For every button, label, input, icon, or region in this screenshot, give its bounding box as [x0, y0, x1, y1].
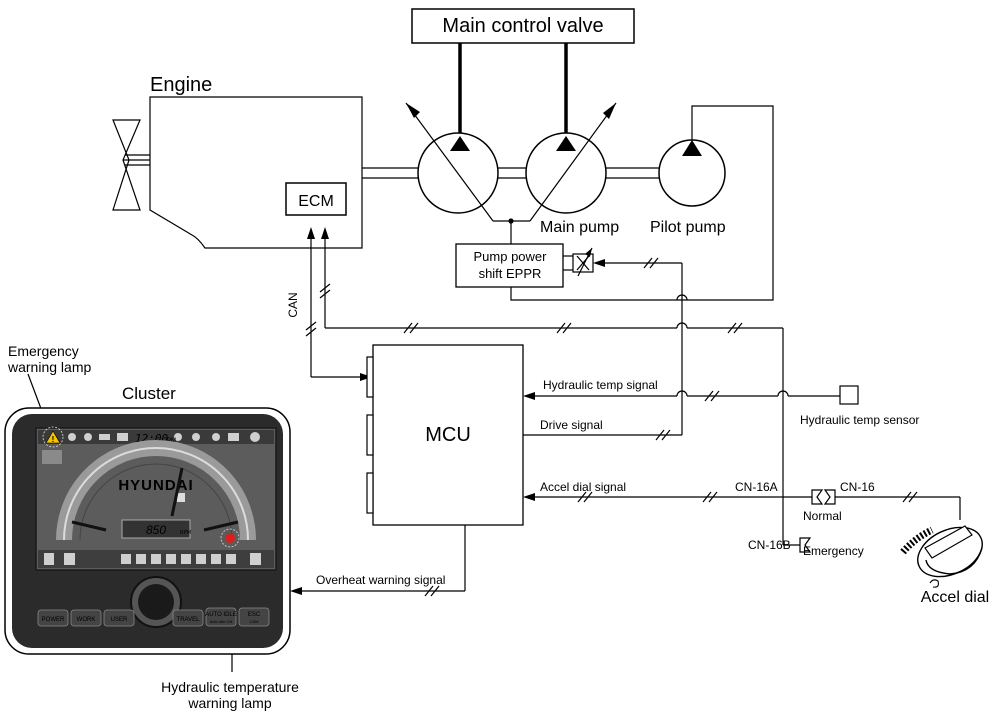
- cluster-buttons: POWER WORK USER TRAVEL AUTO IDLE Auto id…: [37, 607, 270, 627]
- travel-button[interactable]: [172, 609, 204, 627]
- cn16b-label: CN-16B: [748, 538, 791, 552]
- accel-dial-label: Accel dial: [921, 589, 989, 606]
- function-icons: [44, 553, 261, 565]
- fan-icon: [112, 119, 150, 211]
- auto-idle-button-sublabel: Auto idle ON: [210, 619, 233, 624]
- user-button[interactable]: [103, 609, 135, 627]
- pilot-pump-label: Pilot pump: [650, 219, 726, 236]
- hydraulic-temp-sensor: [839, 385, 859, 405]
- main-pump-label: Main pump: [540, 219, 619, 236]
- cluster: ! 12:00 PM HYUNDAI 850 RPM: [4, 407, 291, 655]
- travel-button-label: TRAVEL: [177, 617, 201, 623]
- power-button[interactable]: [37, 609, 69, 627]
- auto-idle-button[interactable]: [205, 607, 237, 627]
- accel-dial-signal-label: Accel dial signal: [540, 480, 626, 494]
- drive-signal-line: [523, 429, 682, 441]
- eppr-signal-line: [593, 257, 683, 435]
- main-pump-1: [405, 102, 499, 222]
- pilot-pump: [510, 105, 774, 301]
- emergency-label: Emergency: [803, 544, 864, 558]
- engine-label: Engine: [150, 74, 212, 96]
- emergency-warning-lamp-icon: !: [45, 430, 61, 444]
- engine: Engine ECM: [112, 74, 363, 249]
- hydraulic-temp-warning-lamp-icon: [220, 528, 240, 548]
- cluster-rpm-unit: RPM: [180, 530, 191, 536]
- main-pump-2: [525, 102, 617, 222]
- eppr-label-2: shift EPPR: [479, 266, 542, 281]
- drive-shaft: [362, 167, 660, 179]
- mcu: MCU: [366, 344, 524, 526]
- jog-dial-knob[interactable]: [138, 584, 174, 620]
- emergency-lamp-label-1: Emergency: [8, 343, 79, 359]
- svg-text:!: !: [52, 435, 55, 444]
- ecm-label: ECM: [298, 193, 334, 210]
- hydraulic-temp-sensor-label: Hydraulic temp sensor: [800, 413, 919, 427]
- eppr-label-1: Pump power: [474, 249, 548, 264]
- overheat-warning-signal-line: [290, 525, 466, 597]
- hydraulic-temp-signal-label: Hydraulic temp signal: [543, 378, 658, 392]
- hyd-lamp-label-2: warning lamp: [187, 695, 271, 711]
- drive-signal-label: Drive signal: [540, 418, 603, 432]
- emergency-lamp-label-2: warning lamp: [7, 359, 91, 375]
- main-control-valve-label: Main control valve: [442, 15, 603, 37]
- hyd-lamp-label-1: Hydraulic temperature: [161, 679, 299, 695]
- main-control-valve: Main control valve: [411, 8, 635, 44]
- mcu-label: MCU: [425, 424, 471, 446]
- esc-button[interactable]: [238, 607, 270, 627]
- cluster-label: Cluster: [122, 384, 176, 403]
- cn16a-label: CN-16A: [735, 480, 778, 494]
- power-button-label: POWER: [42, 617, 65, 623]
- hydraulic-temp-signal-line: [523, 385, 859, 405]
- can-label: CAN: [286, 292, 300, 317]
- esc-button-sublabel: CAM: [250, 619, 259, 624]
- user-button-label: USER: [111, 617, 128, 623]
- esc-button-label: ESC: [248, 612, 261, 618]
- eppr-valve: Pump power shift EPPR: [455, 243, 594, 288]
- can-bus: [305, 227, 784, 545]
- status-icons: [68, 432, 260, 442]
- ecm-box: [285, 182, 347, 216]
- accel-dial-signal-line: [523, 489, 961, 553]
- accel-dial-icon: [900, 525, 983, 588]
- normal-label: Normal: [803, 509, 842, 523]
- work-button-label: WORK: [77, 617, 96, 623]
- overheat-warning-signal-label: Overheat warning signal: [316, 573, 445, 587]
- cluster-rpm: 850: [146, 523, 166, 537]
- cluster-clock-suffix: PM: [167, 438, 176, 444]
- work-button[interactable]: [70, 609, 102, 627]
- cluster-brand: HYUNDAI: [118, 477, 193, 494]
- auto-idle-button-label: AUTO IDLE: [205, 612, 237, 618]
- cn16-label: CN-16: [840, 480, 875, 494]
